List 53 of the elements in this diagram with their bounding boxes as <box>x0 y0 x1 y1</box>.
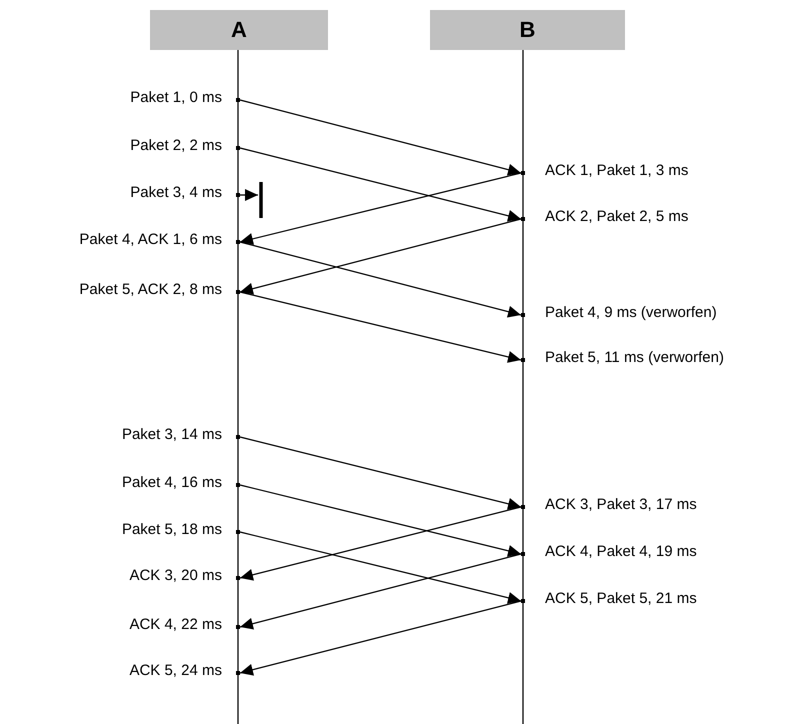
message-arrow <box>240 600 522 676</box>
event-point <box>521 358 525 362</box>
message-arrow <box>240 506 522 581</box>
message-arrow <box>240 218 522 295</box>
event-label: ACK 5, Paket 5, 21 ms <box>545 590 697 608</box>
message-arrow <box>240 99 522 176</box>
event-label: Paket 5, ACK 2, 8 ms <box>79 281 222 299</box>
event-label: ACK 2, Paket 2, 5 ms <box>545 208 688 226</box>
event-label: Paket 4, 9 ms (verworfen) <box>545 304 717 322</box>
event-label: Paket 1, 0 ms <box>130 89 222 107</box>
message-arrow <box>240 531 522 604</box>
lifeline-header <box>150 10 328 50</box>
event-point <box>521 171 525 175</box>
event-label: Paket 2, 2 ms <box>130 137 222 155</box>
message-arrow <box>240 436 522 510</box>
event-label: ACK 3, 20 ms <box>129 567 222 585</box>
participant-name: A <box>231 17 247 43</box>
event-point <box>236 98 240 102</box>
event-label: Paket 4, ACK 1, 6 ms <box>79 231 222 249</box>
event-point <box>521 505 525 509</box>
event-point <box>236 240 240 244</box>
event-label: Paket 3, 4 ms <box>130 184 222 202</box>
event-label: Paket 4, 16 ms <box>122 474 222 492</box>
event-label: ACK 1, Paket 1, 3 ms <box>545 162 688 180</box>
lifeline-header <box>430 10 625 50</box>
event-point <box>236 435 240 439</box>
event-point <box>236 290 240 294</box>
event-point <box>236 193 240 197</box>
message-arrow <box>240 147 522 222</box>
event-label: Paket 5, 18 ms <box>122 521 222 539</box>
message-arrow <box>240 241 522 318</box>
event-point <box>521 599 525 603</box>
event-label: ACK 4, Paket 4, 19 ms <box>545 543 697 561</box>
message-arrow <box>240 189 258 201</box>
event-point <box>236 671 240 675</box>
event-point <box>236 576 240 580</box>
event-point <box>236 146 240 150</box>
event-label: ACK 3, Paket 3, 17 ms <box>545 496 697 514</box>
event-label: Paket 5, 11 ms (verworfen) <box>545 349 724 367</box>
event-label: Paket 3, 14 ms <box>122 426 222 444</box>
event-point <box>236 530 240 534</box>
event-point <box>521 217 525 221</box>
event-label: ACK 5, 24 ms <box>129 662 222 680</box>
message-arrow <box>240 172 522 245</box>
event-point <box>521 313 525 317</box>
event-point <box>236 625 240 629</box>
message-arrow <box>240 484 522 557</box>
event-point <box>236 483 240 487</box>
message-arrow <box>240 291 522 363</box>
event-label: ACK 4, 22 ms <box>129 616 222 634</box>
event-point <box>521 552 525 556</box>
participant-name: B <box>520 17 536 43</box>
message-arrow <box>240 553 522 630</box>
